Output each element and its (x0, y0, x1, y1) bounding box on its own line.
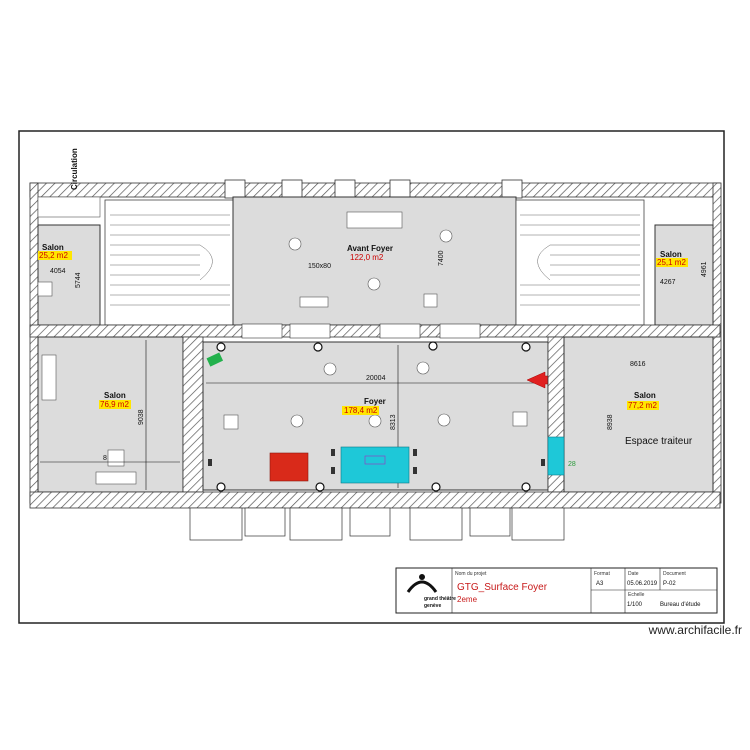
salon-right-cyan-counter (547, 436, 565, 476)
avant-foyer-tables (288, 229, 453, 308)
salon-top-right-dim1: 4267 (660, 279, 676, 286)
cyan-block (340, 446, 410, 484)
document-label: Document (663, 571, 686, 577)
left-column (182, 336, 204, 493)
salon-right-floor (563, 336, 714, 493)
circulation-label: Circulation (70, 148, 79, 190)
wall-markers (216, 341, 531, 492)
right-stair-treads (520, 214, 640, 306)
salon-right-badge: 28 (568, 461, 576, 468)
scale-value: 1/100 (627, 602, 643, 608)
area-highlight (656, 258, 688, 267)
salon-top-left-floor (37, 224, 101, 326)
plan-subtitle: 2eme (457, 595, 478, 604)
salon-top-right-area: 25,1 m2 (657, 258, 686, 267)
area-highlight (342, 406, 379, 415)
avant-foyer-name: Avant Foyer (347, 244, 393, 253)
watermark: www.archifacile.fr (648, 623, 742, 637)
foyer-dim1: 20004 (366, 375, 386, 382)
salon-left-sofa (95, 471, 137, 485)
avant-foyer-area: 122,0 m2 (350, 253, 384, 262)
title-block: grand théâtre genève Nom du projet GTG_S… (395, 567, 718, 614)
date-label: Date (628, 571, 639, 577)
red-block (269, 452, 309, 482)
salon-top-left-dim1: 4054 (50, 268, 66, 275)
salon-left-dim2: 9038 (138, 409, 145, 425)
right-stairs (515, 199, 645, 326)
door-swing (37, 281, 53, 297)
salon-left-area: 76,9 m2 (100, 400, 129, 409)
plan-title: GTG_Surface Foyer (457, 582, 548, 593)
scale-label: Echelle (628, 592, 645, 598)
foyer-area: 178,4 m2 (344, 406, 378, 415)
circulation-area (37, 196, 101, 218)
format-value: A3 (596, 581, 604, 587)
salon-left-table (107, 449, 125, 467)
date-value: 05.06.2019 (627, 581, 658, 587)
avant-foyer-dim2: 7400 (438, 250, 445, 266)
salon-right-dim2: 8938 (607, 414, 614, 430)
foyer-dim2: 8313 (390, 414, 397, 430)
project-label: Nom du projet (455, 571, 487, 577)
salon-right-dim1: 8616 (630, 361, 646, 368)
salon-top-right-name: Salon (660, 250, 682, 259)
right-wall (712, 182, 722, 504)
bottom-wall (29, 491, 721, 509)
area-highlight (38, 251, 72, 260)
small-speakers (208, 449, 545, 474)
document-value: P-02 (663, 581, 676, 587)
format-label: Format (594, 571, 610, 577)
left-stair-treads (110, 214, 230, 306)
salon-right-name: Salon (634, 391, 656, 400)
logo-line1: grand théâtre (424, 596, 456, 602)
salon-left-floor (37, 336, 184, 493)
avant-foyer-dim1: 150x80 (308, 263, 331, 270)
top-wall (29, 182, 721, 198)
area-highlight (99, 400, 131, 409)
salon-top-left-area: 25,2 m2 (39, 251, 68, 260)
left-wall (29, 182, 39, 504)
bottom-bays (189, 507, 565, 541)
green-marker (206, 352, 224, 367)
salon-left-name: Salon (104, 391, 126, 400)
salon-right-label: Espace traiteur (625, 436, 693, 447)
cyan-block-inner (364, 455, 386, 465)
left-stairs (104, 199, 234, 326)
salon-top-left-name: Salon (42, 243, 64, 252)
salon-top-left-dim2: 5744 (75, 272, 82, 288)
grand-theatre-logo: grand théâtre genève (406, 574, 456, 609)
area-highlight (627, 401, 659, 410)
foyer-name: Foyer (364, 397, 386, 406)
salon-left-furniture (41, 354, 57, 401)
logo-line2: genève (424, 603, 441, 609)
middle-doorways (241, 323, 481, 339)
salon-left-dim1: 8 (103, 455, 107, 462)
salon-right-area: 77,2 m2 (628, 401, 657, 410)
author-value: Bureau d'étude (660, 602, 701, 608)
middle-wall (29, 324, 721, 338)
foyer-tables (223, 361, 528, 430)
bar-counter (346, 211, 403, 229)
top-windows (224, 179, 523, 199)
salon-top-right-dim2: 4961 (701, 261, 708, 277)
